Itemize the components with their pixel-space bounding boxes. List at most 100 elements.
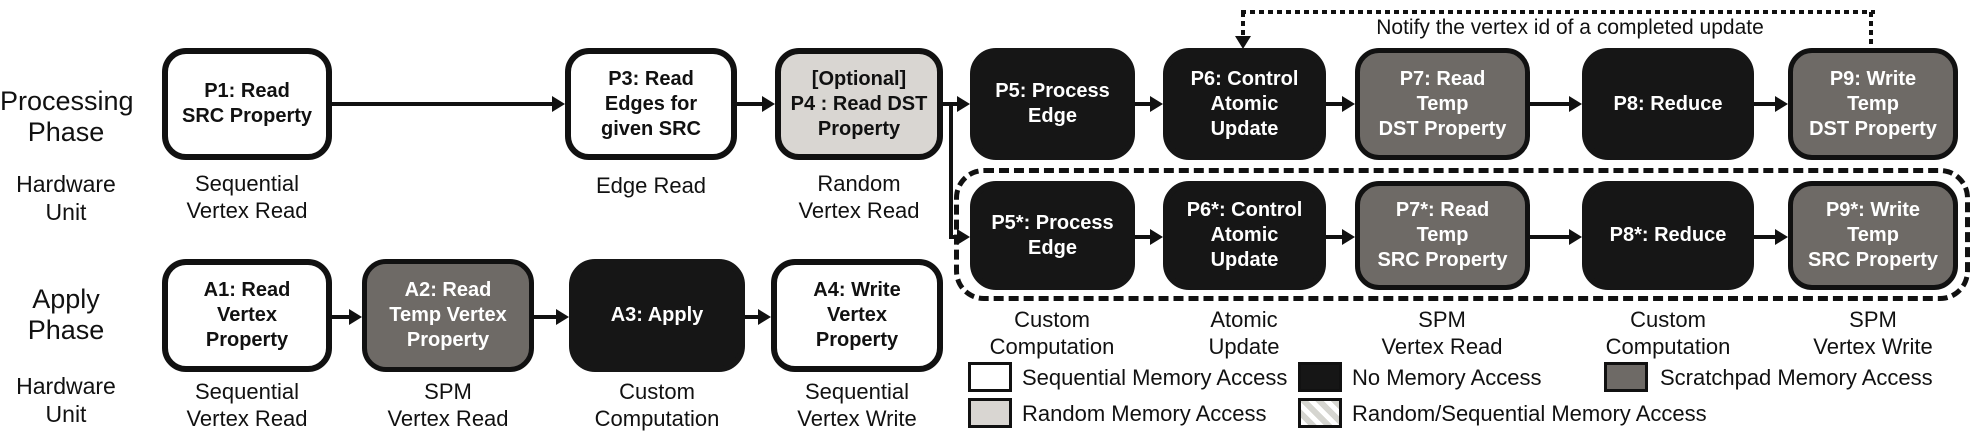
unit-line: Computation bbox=[1605, 334, 1731, 359]
box-a4: A4: Write Vertex Property bbox=[771, 259, 943, 372]
arrowhead-p6star-p7star-icon bbox=[1342, 229, 1355, 245]
arrowhead-p7-p8-icon bbox=[1569, 96, 1582, 112]
unit-line: Update bbox=[1208, 334, 1280, 359]
box-p9-line: P9: Write bbox=[1829, 67, 1917, 90]
starred-row-dashed-group bbox=[954, 168, 1970, 301]
box-p9-star-line: Temp bbox=[1847, 224, 1899, 246]
arrow-p8star-p9star bbox=[1754, 235, 1777, 239]
unit-label-a1: Sequential Vertex Read bbox=[147, 378, 347, 432]
box-a1-line: A1: Read bbox=[203, 279, 291, 301]
arrowhead-p4-p5-icon bbox=[957, 96, 970, 112]
arrow-p6-p7 bbox=[1326, 102, 1344, 106]
arrowhead-p7star-p8star-icon bbox=[1569, 229, 1582, 245]
box-p9-star: P9*: Write Temp SRC Property bbox=[1788, 181, 1958, 290]
arrowhead-p8star-p9star-icon bbox=[1775, 229, 1788, 245]
box-p1-line: P1: Read bbox=[204, 80, 290, 102]
notify-label: Notify the vertex id of a completed upda… bbox=[1376, 16, 1764, 39]
processing-phase-line: Phase bbox=[27, 117, 105, 147]
arrowhead-p5-p6-icon bbox=[1150, 96, 1163, 112]
box-p1-line: SRC Property bbox=[181, 105, 313, 127]
box-p8-star-line: P8*: Reduce bbox=[1609, 224, 1727, 246]
legend-swatch-sequential bbox=[968, 362, 1012, 392]
unit-label-custom-computation-1: Custom Computation bbox=[952, 306, 1152, 360]
arrow-p8-p9 bbox=[1754, 102, 1777, 106]
unit-line: Sequential bbox=[805, 379, 909, 404]
unit-label-a4: Sequential Vertex Write bbox=[757, 378, 957, 432]
box-a4-line: A4: Write bbox=[813, 279, 901, 301]
unit-line: Custom bbox=[619, 379, 695, 404]
arrow-p4-branch-vertical bbox=[949, 102, 953, 239]
apply-phase-label: Apply Phase bbox=[0, 284, 132, 346]
arrowhead-p6-p7-icon bbox=[1342, 96, 1355, 112]
unit-line: Sequential bbox=[195, 171, 299, 196]
box-p8: P8: Reduce bbox=[1582, 48, 1754, 160]
box-p6-line: P6: Control bbox=[1190, 67, 1299, 90]
box-p8-line: P8: Reduce bbox=[1613, 92, 1723, 115]
processing-phase-label: Processing Phase bbox=[0, 86, 134, 148]
unit-label-p1: Sequential Vertex Read bbox=[147, 170, 347, 224]
box-p5-star-line: P5*: Process bbox=[991, 211, 1114, 234]
box-p4: [Optional] P4 : Read DST Property bbox=[775, 48, 943, 160]
legend-label-sequential: Sequential Memory Access bbox=[1022, 365, 1288, 390]
arrowhead-a3-a4-icon bbox=[758, 309, 771, 325]
legend-swatch-no-access bbox=[1298, 362, 1342, 392]
legend-swatch-random-sequential bbox=[1298, 398, 1342, 428]
arrow-p6star-p7star bbox=[1326, 235, 1344, 239]
unit-label-spm-vertex-write: SPM Vertex Write bbox=[1773, 306, 1973, 360]
unit-label-p4: Random Vertex Read bbox=[759, 170, 959, 224]
legend-label-no-access: No Memory Access bbox=[1352, 365, 1542, 390]
arrowhead-a1-a2-icon bbox=[349, 309, 362, 325]
arrow-p3-p4 bbox=[737, 102, 764, 106]
unit-line: Vertex Write bbox=[797, 406, 917, 431]
box-p5: P5: Process Edge bbox=[970, 48, 1135, 160]
box-p7-line: DST Property bbox=[1378, 117, 1507, 140]
unit-line: SPM bbox=[424, 379, 472, 404]
box-p9-line: DST Property bbox=[1809, 117, 1937, 140]
box-p7-star: P7*: Read Temp SRC Property bbox=[1355, 181, 1530, 290]
apply-hardware-label: Hardware Unit bbox=[0, 372, 132, 428]
unit-line: SPM bbox=[1418, 307, 1466, 332]
unit-line: Computation bbox=[989, 334, 1115, 359]
arrow-p7star-p8star bbox=[1530, 235, 1571, 239]
box-p8-star: P8*: Reduce bbox=[1582, 181, 1754, 290]
box-p7-star-line: P7*: Read bbox=[1395, 199, 1490, 221]
arrow-a3-a4 bbox=[745, 315, 760, 319]
arrowhead-a2-a3-icon bbox=[556, 309, 569, 325]
hardware-line: Unit bbox=[45, 401, 87, 427]
notify-arrowhead-icon bbox=[1235, 36, 1251, 49]
arrowhead-p3-p4-icon bbox=[762, 96, 775, 112]
arrow-a1-a2 bbox=[332, 315, 351, 319]
unit-label-atomic-update: Atomic Update bbox=[1144, 306, 1344, 360]
unit-line: Computation bbox=[594, 406, 720, 431]
processing-hardware-label: Hardware Unit bbox=[0, 170, 132, 226]
box-a2-line: Temp Vertex bbox=[389, 304, 507, 326]
arrow-p7-p8 bbox=[1530, 102, 1571, 106]
box-p7: P7: Read Temp DST Property bbox=[1355, 48, 1530, 160]
box-p9-star-line: P9*: Write bbox=[1825, 199, 1921, 221]
box-p7-line: P7: Read bbox=[1399, 67, 1486, 90]
arrow-p1-p3 bbox=[332, 102, 554, 106]
processing-phase-line: Processing bbox=[0, 86, 134, 116]
box-a2-line: A2: Read bbox=[404, 279, 492, 301]
box-a2-line: Property bbox=[406, 329, 490, 351]
unit-line: SPM bbox=[1849, 307, 1897, 332]
box-a3: A3: Apply bbox=[569, 259, 745, 372]
box-a1-line: Property bbox=[205, 329, 289, 351]
box-p9-star-line: SRC Property bbox=[1807, 249, 1939, 271]
box-p4-line: Property bbox=[817, 117, 901, 140]
box-p9-line: Temp bbox=[1847, 92, 1899, 115]
legend-label-random-sequential: Random/Sequential Memory Access bbox=[1352, 401, 1707, 426]
box-p7-star-line: SRC Property bbox=[1377, 249, 1508, 271]
box-p3: P3: Read Edges for given SRC bbox=[565, 48, 737, 160]
arrowhead-p1-p3-icon bbox=[552, 96, 565, 112]
unit-line: Custom bbox=[1014, 307, 1090, 332]
box-p6: P6: Control Atomic Update bbox=[1163, 48, 1326, 160]
unit-label-a2: SPM Vertex Read bbox=[348, 378, 548, 432]
unit-line: Sequential bbox=[195, 379, 299, 404]
arrow-a2-a3 bbox=[534, 315, 558, 319]
box-a4-line: Vertex bbox=[826, 304, 888, 326]
legend-label-scratchpad: Scratchpad Memory Access bbox=[1660, 365, 1933, 390]
arrowhead-p8-p9-icon bbox=[1775, 96, 1788, 112]
box-p3-line: P3: Read bbox=[608, 67, 694, 90]
